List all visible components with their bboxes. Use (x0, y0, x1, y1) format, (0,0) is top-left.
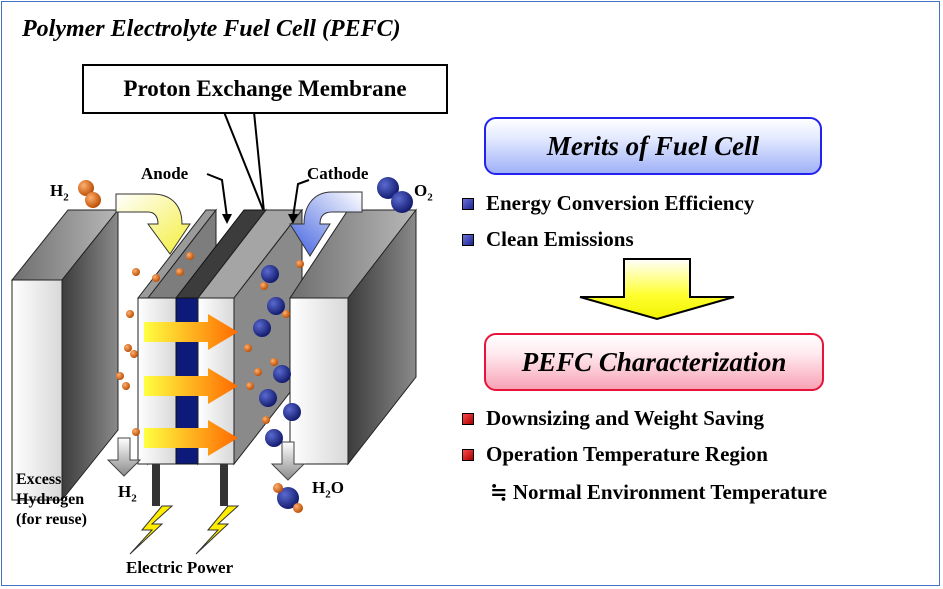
fuel-cell-illustration (10, 111, 417, 555)
h2-inlet-label: H2 (50, 181, 69, 204)
pefc-item: Operation Temperature Region (462, 442, 768, 467)
pefc-note: ≒ Normal Environment Temperature (490, 480, 828, 504)
electric-power-label: Electric Power (126, 558, 234, 577)
blue-bullet-icon (462, 197, 474, 210)
hydrogen-particles (116, 252, 304, 436)
h2-molecule-icon (78, 180, 101, 208)
cathode-label: Cathode (307, 164, 369, 183)
red-bullet-icon (462, 412, 474, 425)
anode-label: Anode (141, 164, 189, 183)
pefc-heading: PEFC Characterization (484, 333, 824, 391)
cathode-pointer (292, 179, 310, 218)
merit-item: Energy Conversion Efficiency (462, 191, 754, 216)
red-bullet-icon (462, 448, 474, 461)
o2-inlet-arrow (289, 191, 363, 257)
o2-molecule-icon (377, 177, 413, 213)
h2o-molecule-icon (273, 483, 303, 513)
pefc-item: Downsizing and Weight Saving (462, 406, 764, 431)
merit-item: Clean Emissions (462, 227, 634, 252)
membrane-callout: Proton Exchange Membrane (82, 64, 448, 114)
blue-bullet-icon (462, 233, 474, 246)
page-title: Polymer Electrolyte Fuel Cell (PEFC) (22, 16, 401, 42)
h2-inlet-arrow (115, 193, 191, 255)
oxygen-particles (253, 265, 301, 447)
left-end-plate (10, 208, 120, 502)
o2-inlet-label: O2 (414, 181, 433, 204)
h2o-outlet-arrow (270, 441, 306, 481)
h2-outlet-label: H2 (118, 482, 137, 505)
right-end-plate (289, 208, 417, 466)
lightning-bolt-icon (129, 505, 174, 555)
h2o-outlet-label: H2O (312, 478, 344, 501)
anode-pointer (206, 173, 228, 218)
lightning-bolt-icon (195, 505, 240, 555)
anode-terminal (152, 464, 160, 506)
proton-flow-arrows (144, 314, 238, 456)
excess-hydrogen-label: Excess Hydrogen (for reuse) (16, 471, 87, 528)
membrane-callout-pointer (222, 111, 265, 213)
h2-outlet-arrow (106, 437, 142, 477)
down-arrow-icon (579, 258, 735, 321)
merits-heading: Merits of Fuel Cell (484, 117, 822, 175)
cathode-terminal (220, 464, 228, 506)
